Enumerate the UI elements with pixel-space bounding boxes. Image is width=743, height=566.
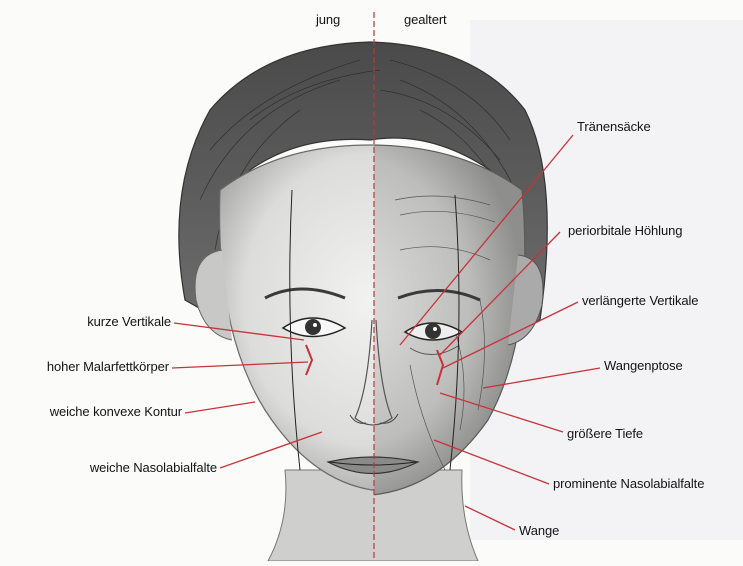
- leader-soft-convex: [185, 402, 255, 413]
- label-soft-nasolabial-fold: weiche Nasolabialfalte: [90, 460, 217, 475]
- label-prominent-nasolabial-fold: prominente Nasolabialfalte: [553, 476, 704, 491]
- label-cheek-ptosis: Wangenptose: [604, 358, 683, 373]
- label-tear-troughs: Tränensäcke: [577, 119, 651, 134]
- label-soft-convex-contour: weiche konvexe Kontur: [50, 404, 182, 419]
- label-short-vertical: kurze Vertikale: [87, 314, 171, 329]
- label-periorbital-hollow: periorbitale Höhlung: [568, 223, 682, 238]
- label-cheek: Wange: [519, 523, 559, 538]
- label-malar-fat: hoher Malarfettkörper: [47, 359, 169, 374]
- label-young: jung: [316, 12, 340, 27]
- label-aged: gealtert: [404, 12, 447, 27]
- label-greater-depth: größere Tiefe: [567, 426, 643, 441]
- label-elongated-vertical: verlängerte Vertikale: [582, 293, 698, 308]
